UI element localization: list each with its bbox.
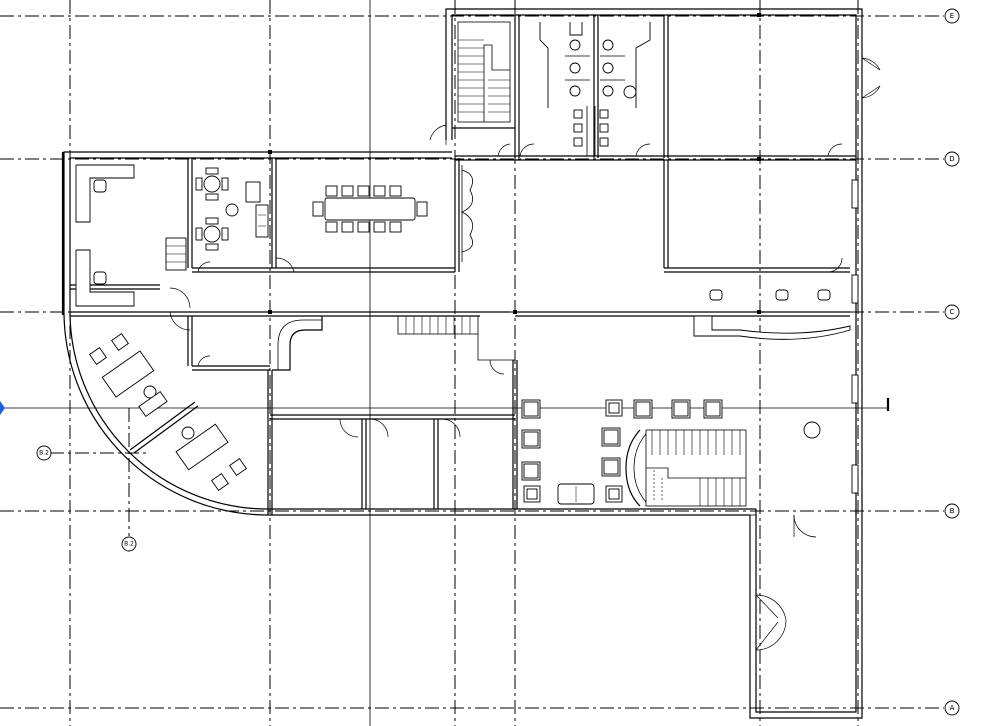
stair-top xyxy=(457,21,511,123)
interior-walls xyxy=(70,15,859,515)
doors xyxy=(169,57,881,651)
grid-bubble-d: D xyxy=(944,151,960,167)
grid-label-b2-h: B.2 xyxy=(39,450,49,457)
stair-lobby xyxy=(625,429,747,507)
grid-label-e: E xyxy=(950,12,954,20)
grid-label-d: D xyxy=(949,155,954,163)
grid-label-b2-v: B.2 xyxy=(124,541,134,548)
columns xyxy=(268,13,761,314)
grid-label-a: A xyxy=(950,704,955,712)
grid-bubble-e: E xyxy=(944,8,960,24)
grid-label-c: C xyxy=(950,308,955,316)
grid-bubble-b: B xyxy=(944,503,960,519)
reception-seating xyxy=(521,289,851,505)
office-desk-top-left xyxy=(75,164,135,307)
stair-center xyxy=(397,315,515,361)
grid-bubble-a: A xyxy=(944,700,960,716)
closet-doors xyxy=(461,165,474,262)
curved-office-furniture xyxy=(89,333,247,491)
grid-label-b: B xyxy=(950,507,955,515)
conference-table xyxy=(312,185,428,233)
section-marker-icon xyxy=(0,401,5,415)
exterior-walls xyxy=(61,8,863,719)
grid-bubble-c: C xyxy=(944,304,960,320)
restroom-fixtures xyxy=(539,22,651,156)
grid-bubble-b2-horizontal: B.2 xyxy=(36,445,52,461)
stair-curved-left xyxy=(272,316,323,371)
grid-lines xyxy=(0,0,944,726)
break-room-furniture xyxy=(165,167,269,271)
grid-bubble-b2-vertical: B.2 xyxy=(121,536,137,552)
